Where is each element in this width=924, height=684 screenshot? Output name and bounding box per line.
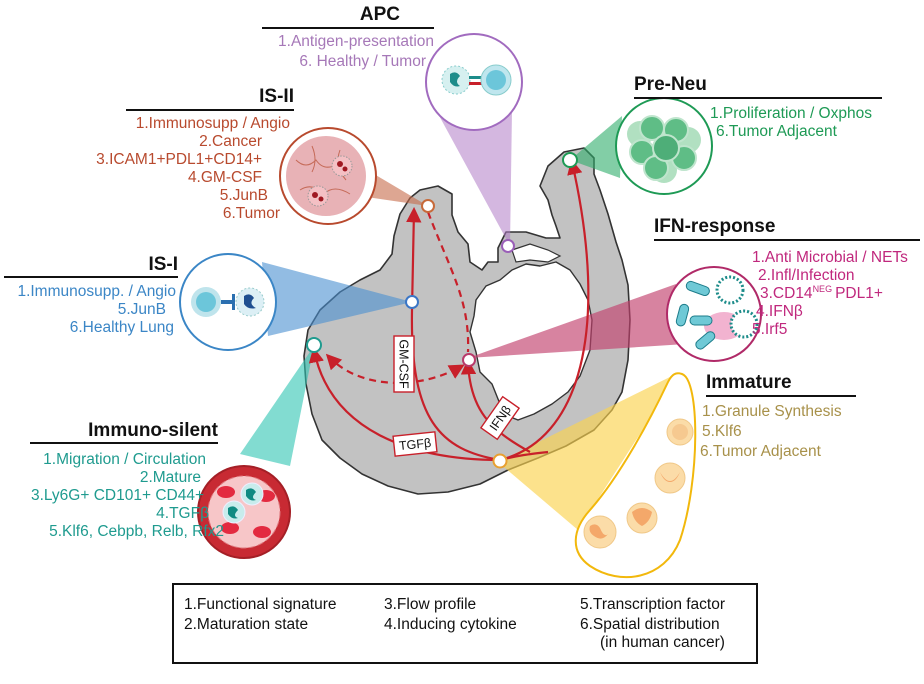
- arrow-ifnb: [460, 358, 531, 453]
- is-ii-line-3: 3.ICAM1+PDL1+CD14+: [96, 151, 262, 168]
- nodes: [306, 152, 578, 469]
- legend-item-3: 3.Flow profile: [384, 596, 477, 613]
- apc-title: APC: [360, 4, 400, 25]
- apc-line-2: 6. Healthy / Tumor: [299, 53, 426, 70]
- node-ifn[interactable]: [462, 353, 476, 367]
- apc-inset: [425, 33, 523, 131]
- immature-line-1: 1.Granule Synthesis: [702, 403, 842, 420]
- is-i-inset: [179, 253, 277, 351]
- immuno-silent-inset: [197, 465, 291, 559]
- virus-icon: [715, 275, 745, 305]
- ifn-line-1: 1.Anti Microbial / NETs: [752, 249, 908, 266]
- node-pre-neu[interactable]: [562, 152, 578, 168]
- legend-item-4: 4.Inducing cytokine: [384, 616, 517, 633]
- tgfb-label: TGFβ: [398, 436, 431, 453]
- arrow-dashed-isi-ifn: [325, 353, 465, 385]
- ifn-line-5: 5.Irf5: [752, 321, 787, 338]
- arrow-tgfb: [308, 346, 501, 462]
- tumor-mass-icon: [286, 136, 366, 216]
- is-ii-inset: [279, 127, 377, 225]
- is-i-cone: [262, 262, 412, 336]
- is-i-panel: IS-I 1.Immunosupp. / Angio 5.JunB 6.Heal…: [4, 254, 178, 336]
- immuno-silent-line-3: 3.Ly6G+ CD101+ CD44+: [31, 487, 204, 504]
- legend-item-1: 1.Functional signature: [184, 596, 337, 613]
- pre-neu-line-1: 1.Proliferation / Oxphos: [710, 105, 872, 122]
- is-ii-title: IS-II: [259, 86, 294, 107]
- arrow-label-gmcsf: GM-CSF: [393, 335, 415, 393]
- pre-neu-cone: [570, 116, 622, 178]
- is-i-line-3: 6.Healthy Lung: [70, 319, 174, 336]
- immature-panel: Immature 1.Granule Synthesis 5.Klf6 6.Tu…: [700, 372, 856, 460]
- node-immature[interactable]: [492, 453, 508, 469]
- trajectory-arrows: [308, 158, 590, 462]
- is-ii-line-5: 5.JunB: [220, 187, 268, 204]
- is-ii-line-1: 1.Immunosupp / Angio: [136, 115, 290, 132]
- is-i-line-1: 1.Immunosupp. / Angio: [17, 283, 176, 300]
- node-is-ii[interactable]: [421, 199, 435, 213]
- arrow-immature-to-preneu: [499, 158, 590, 462]
- lung-fjord: [511, 243, 562, 263]
- ifn-panel: IFN-response 1.Anti Microbial / NETs 2.I…: [654, 216, 920, 338]
- immuno-silent-cone: [240, 346, 314, 466]
- is-ii-panel: IS-II 1.Immunosupp / Angio 2.Cancer 3.IC…: [96, 86, 294, 222]
- arrow-gmcsf: [406, 206, 501, 462]
- arrow-label-tgfb: TGFβ: [392, 431, 438, 457]
- immature-cone: [498, 372, 680, 530]
- legend-item-2: 2.Maturation state: [184, 616, 309, 633]
- immuno-silent-line-2: 2.Mature: [140, 469, 201, 486]
- apc-cone: [436, 110, 512, 246]
- is-i-line-2: 5.JunB: [118, 301, 166, 318]
- ifn-line-2: 2.Infl/Infection: [758, 267, 855, 284]
- immature-line-3: 6.Tumor Adjacent: [700, 443, 822, 460]
- is-ii-line-4: 4.GM-CSF: [188, 169, 262, 186]
- pre-neu-panel: Pre-Neu 1.Proliferation / Oxphos 6.Tumor…: [634, 74, 882, 140]
- is-i-title: IS-I: [148, 254, 178, 275]
- apc-line-1: 1.Antigen-presentation: [278, 33, 434, 50]
- immuno-silent-line-1: 1.Migration / Circulation: [43, 451, 206, 468]
- is-ii-line-6: 6.Tumor: [223, 205, 280, 222]
- pre-neu-title: Pre-Neu: [634, 74, 707, 95]
- legend-item-6-note: (in human cancer): [600, 634, 725, 651]
- bacteria-icon: [685, 280, 710, 297]
- legend-item-6: 6.Spatial distribution: [580, 616, 720, 633]
- metamyelocyte-icon: [654, 462, 686, 494]
- is-ii-line-2: 2.Cancer: [199, 133, 262, 150]
- immuno-silent-line-4: 4.TGFβ: [156, 505, 209, 522]
- zoom-cones: [240, 110, 686, 530]
- red-blood-cell-icon: [217, 486, 235, 498]
- virus-icon-2: [729, 309, 759, 339]
- pre-neu-line-2: 6.Tumor Adjacent: [716, 123, 838, 140]
- apc-panel: APC 1.Antigen-presentation 6. Healthy / …: [262, 4, 434, 70]
- ifn-inset: [666, 266, 762, 362]
- node-is-i[interactable]: [405, 295, 419, 309]
- node-apc[interactable]: [501, 239, 515, 253]
- ifn-cone: [468, 284, 686, 358]
- gmcsf-label: GM-CSF: [397, 339, 411, 389]
- pre-neu-inset: [615, 97, 713, 195]
- cell-cluster-icon: [627, 115, 701, 183]
- immuno-silent-title: Immuno-silent: [88, 420, 219, 441]
- immuno-silent-line-5: 5.Klf6, Cebpb, Relb, Rfx2: [49, 523, 224, 540]
- immuno-silent-panel: Immuno-silent 1.Migration / Circulation …: [30, 420, 224, 540]
- ifn-line-4: 4.IFNβ: [756, 303, 803, 320]
- lung-main-lobe: [303, 147, 631, 495]
- ifn-title: IFN-response: [654, 216, 775, 237]
- immature-line-2: 5.Klf6: [702, 423, 742, 440]
- legend-box: 1.Functional signature 2.Maturation stat…: [172, 583, 758, 664]
- immature-inset: [574, 372, 697, 579]
- legend-item-5: 5.Transcription factor: [580, 596, 726, 613]
- node-immuno-silent[interactable]: [306, 337, 322, 353]
- arrow-dashed-isii-ifn: [426, 211, 470, 353]
- immature-title: Immature: [706, 372, 792, 393]
